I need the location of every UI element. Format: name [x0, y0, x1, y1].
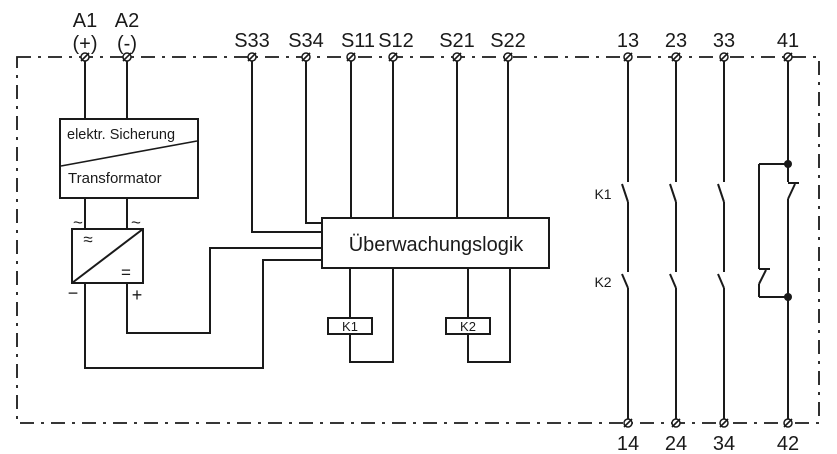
wires [84, 57, 511, 369]
terminal-label: 42 [777, 433, 799, 454]
terminal-34: 34 [713, 418, 735, 454]
terminal-slash-icon [80, 52, 90, 62]
terminal-13: 13 [617, 30, 639, 62]
contact-column-23-24 [669, 57, 677, 423]
terminal-a2: A2 (-) [115, 10, 139, 62]
terminal-slash-icon [783, 418, 793, 428]
k2-no-contact-icon [717, 273, 725, 289]
terminal-slash-icon [719, 52, 729, 62]
terminal-41: 41 [777, 30, 799, 62]
terminal-label: A1 [73, 10, 97, 32]
junction-dot [784, 160, 792, 168]
ac-symbol-left: ~ [73, 213, 83, 232]
terminal-slash-icon [346, 52, 356, 62]
power-supply-outline [59, 118, 199, 199]
contact-column-33-34 [717, 57, 725, 423]
terminal-s12: S12 [378, 30, 414, 62]
k2-no-contact-icon [621, 273, 629, 289]
terminal-s34: S34 [288, 30, 324, 62]
terminal-slash-icon [623, 52, 633, 62]
terminal-sublabel: (-) [117, 33, 137, 55]
k2-coil: K2 [445, 317, 491, 335]
logic-box: Überwachungslogik [321, 217, 550, 269]
logic-outline [321, 217, 550, 269]
wire-s34-to-logic [305, 57, 322, 224]
contact-column-13-14 [621, 57, 629, 423]
k1-coil-outline [327, 317, 373, 335]
terminal-slash-icon [623, 418, 633, 428]
wire-k2-coil-return [467, 268, 511, 363]
contact-row-k2-label: K2 [594, 274, 611, 290]
terminal-label: 24 [665, 433, 687, 454]
k1-no-contact-icon [669, 183, 677, 203]
power-supply-box: elektr. Sicherung Transformator [59, 118, 199, 199]
terminal-slash-icon [503, 52, 513, 62]
k2-coil-label: K2 [460, 319, 476, 334]
terminal-label: S21 [439, 30, 475, 52]
contact-column-41-42 [758, 57, 799, 423]
terminal-label: S33 [234, 30, 270, 52]
ac-symbol-right: ~ [131, 213, 141, 232]
power-supply-line2: Transformator [68, 170, 162, 187]
terminal-label: 34 [713, 433, 735, 454]
terminal-s33: S33 [234, 30, 270, 62]
terminal-slash-icon [719, 418, 729, 428]
k2-nc-contact-icon [758, 269, 767, 285]
terminal-label: 41 [777, 30, 799, 52]
terminal-slash-icon [301, 52, 311, 62]
terminal-slash-icon [671, 418, 681, 428]
terminal-label: 33 [713, 30, 735, 52]
terminal-s21: S21 [439, 30, 475, 62]
k1-coil: K1 [327, 317, 373, 335]
terminal-slash-icon [247, 52, 257, 62]
terminal-label: S11 [341, 30, 375, 52]
plus-symbol: + [132, 285, 143, 305]
terminal-14: 14 [617, 418, 639, 454]
k1-no-contact-icon [621, 183, 629, 203]
k2-no-contact-icon [669, 273, 677, 289]
terminal-24: 24 [665, 418, 687, 454]
wire-k1-coil-return [349, 268, 394, 363]
power-supply-divider [60, 140, 198, 167]
rectifier-box: ~ ~ ≈ = − + [68, 213, 144, 305]
k1-coil-label: K1 [342, 319, 358, 334]
rectifier-ac-label: ≈ [83, 230, 92, 249]
terminal-42: 42 [777, 418, 799, 454]
rectifier-diagonal [71, 228, 144, 284]
terminal-a1: A1 (+) [73, 10, 98, 62]
junction-dot [784, 293, 792, 301]
terminal-label: S12 [378, 30, 414, 52]
terminal-23: 23 [665, 30, 687, 62]
wire-plus-to-logic [126, 247, 322, 334]
terminal-s22: S22 [490, 30, 526, 62]
terminal-label: 13 [617, 30, 639, 52]
minus-symbol: − [68, 283, 79, 303]
terminal-label: 14 [617, 433, 639, 454]
terminal-s11: S11 [341, 30, 375, 62]
terminal-label: A2 [115, 10, 139, 32]
enclosure-border [16, 56, 820, 424]
terminal-slash-icon [783, 52, 793, 62]
terminal-33: 33 [713, 30, 735, 62]
terminal-label: 23 [665, 30, 687, 52]
terminal-slash-icon [388, 52, 398, 62]
k2-coil-outline [445, 317, 491, 335]
wire-s33-to-logic [251, 57, 322, 233]
terminal-label: S22 [490, 30, 526, 52]
rectifier-dc-label: = [121, 263, 131, 282]
terminal-label: S34 [288, 30, 324, 52]
terminals-bottom: 14 24 34 42 [617, 418, 799, 454]
wire-minus-to-logic [84, 259, 322, 369]
terminal-slash-icon [122, 52, 132, 62]
contact-row-k1-label: K1 [594, 186, 611, 202]
power-supply-line1: elektr. Sicherung [67, 127, 175, 143]
terminals-top: A1 (+) A2 (-) S33 S34 S11 S12 [73, 10, 799, 62]
terminal-slash-icon [452, 52, 462, 62]
k1-nc-contact-icon [787, 183, 796, 200]
terminal-sublabel: (+) [73, 33, 98, 55]
terminal-slash-icon [671, 52, 681, 62]
logic-label: Überwachungslogik [349, 234, 525, 256]
k1-no-contact-icon [717, 183, 725, 203]
